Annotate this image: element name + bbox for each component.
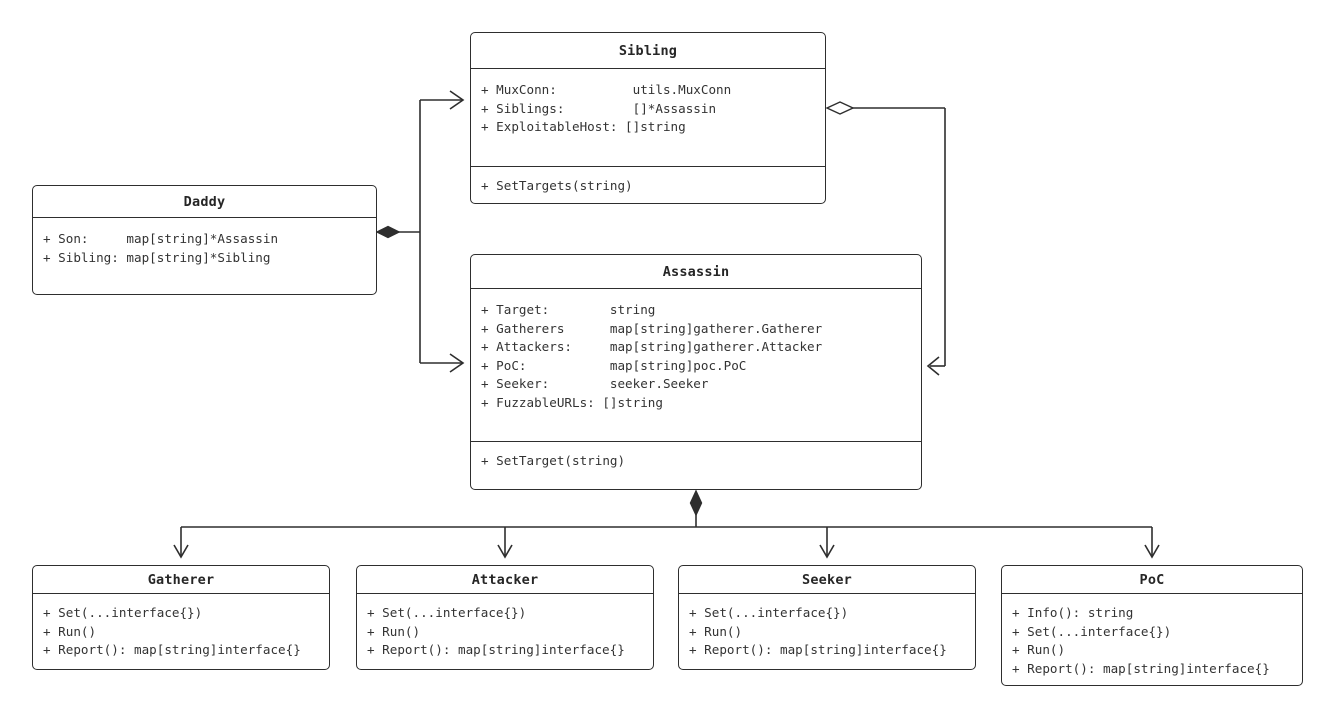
- edge-assassin-interfaces: [180, 503, 1153, 556]
- uml-class-title: PoC: [1002, 566, 1302, 594]
- uml-class-title: Assassin: [471, 255, 921, 289]
- uml-methods-section: + Info(): string + Set(...interface{}) + R…: [1002, 594, 1302, 678]
- uml-attribute-row: + ExploitableHost: []string: [481, 119, 686, 134]
- uml-method-row: + Set(...interface{}): [43, 605, 203, 620]
- uml-method-row: + Set(...interface{}): [367, 605, 527, 620]
- uml-method-row: + Info(): string: [1012, 605, 1134, 620]
- uml-method-row: + Report(): map[string]interface{}: [367, 642, 625, 657]
- uml-attribute-row: + Seeker: seeker.Seeker: [481, 376, 709, 391]
- uml-method-row: + Run(): [367, 623, 421, 639]
- uml-class-sibling[interactable]: Sibling + MuxConn: utils.MuxConn + Sibling…: [470, 32, 826, 204]
- uml-method-row: + Set(...interface{}): [689, 605, 849, 620]
- uml-method-row: + Report(): map[string]interface{}: [689, 642, 947, 657]
- uml-methods-section: + SetTargets(string): [471, 166, 825, 196]
- uml-class-title: Daddy: [33, 186, 376, 218]
- uml-method-row: + Report(): map[string]interface{}: [43, 642, 301, 657]
- uml-attribute-row: + Gatherers map[string]gatherer.Gatherer: [481, 320, 823, 336]
- uml-methods-section: + Set(...interface{}) + Run() + Report(): …: [679, 594, 975, 660]
- uml-attribute-row: + Son: map[string]*Assassin: [43, 231, 279, 246]
- uml-method-row: + Report(): map[string]interface{}: [1012, 660, 1270, 676]
- uml-attribute-row: + Attackers: map[string]gatherer.Attacke…: [481, 339, 823, 354]
- uml-methods-section: + Set(...interface{}) + Run() + Report(): …: [357, 594, 653, 660]
- uml-attribute-row: + Sibling: map[string]*Sibling: [43, 249, 271, 265]
- uml-method-row: + SetTarget(string): [481, 453, 626, 468]
- uml-class-gatherer[interactable]: Gatherer + Set(...interface{}) + Run() + Re…: [32, 565, 330, 670]
- uml-class-title: Sibling: [471, 33, 825, 69]
- uml-method-row: + Set(...interface{}): [1012, 623, 1172, 639]
- uml-attributes-section: + MuxConn: utils.MuxConn + Siblings: []*A…: [471, 69, 825, 166]
- uml-class-title: Attacker: [357, 566, 653, 594]
- uml-attributes-section: + Son: map[string]*Assassin + Sibling: ma…: [33, 218, 376, 296]
- uml-class-title: Seeker: [679, 566, 975, 594]
- uml-attributes-section: + Target: string + Gatherers map[string]g…: [471, 289, 921, 441]
- uml-methods-section: + Set(...interface{}) + Run() + Report(): …: [33, 594, 329, 660]
- uml-attribute-row: + PoC: map[string]poc.PoC: [481, 357, 747, 373]
- uml-method-row: + Run(): [1012, 642, 1066, 657]
- uml-attribute-row: + MuxConn: utils.MuxConn: [481, 82, 732, 97]
- uml-class-title: Gatherer: [33, 566, 329, 594]
- uml-class-seeker[interactable]: Seeker + Set(...interface{}) + Run() + Repo…: [678, 565, 976, 670]
- edge-daddy-children: [388, 99, 462, 364]
- uml-class-assassin[interactable]: Assassin + Target: string + Gatherers map[…: [470, 254, 922, 490]
- composition-diamond-daddy: [375, 225, 401, 239]
- uml-method-row: + Run(): [689, 623, 743, 639]
- uml-attribute-row: + Siblings: []*Assassin: [481, 100, 717, 116]
- uml-attribute-row: + FuzzableURLs: []string: [481, 394, 663, 410]
- uml-method-row: + Run(): [43, 623, 97, 639]
- uml-method-row: + SetTargets(string): [481, 178, 633, 193]
- uml-attribute-row: + Target: string: [481, 302, 656, 317]
- aggregation-diamond-sibling: [825, 101, 855, 115]
- uml-class-daddy[interactable]: Daddy + Son: map[string]*Assassin + Siblin…: [32, 185, 377, 295]
- uml-class-attacker[interactable]: Attacker + Set(...interface{}) + Run() + Re…: [356, 565, 654, 670]
- uml-methods-section: + SetTarget(string): [471, 441, 921, 471]
- uml-class-poc[interactable]: PoC + Info(): string + Set(...interface{})…: [1001, 565, 1303, 686]
- composition-diamond-assassin: [689, 489, 703, 517]
